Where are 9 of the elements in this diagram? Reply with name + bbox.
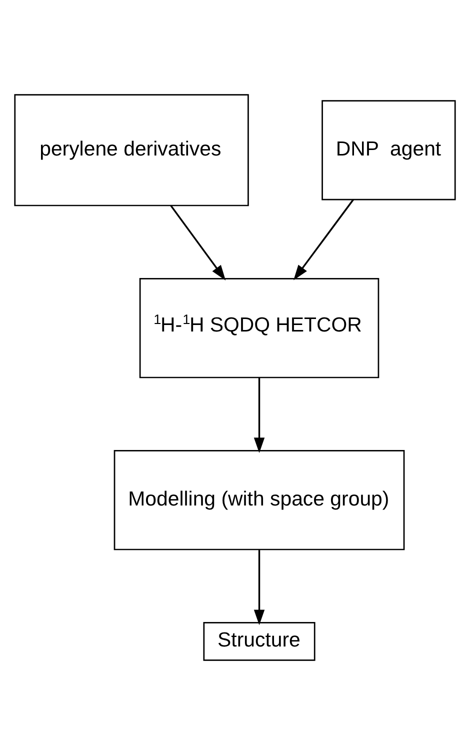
arrow (254, 378, 265, 454)
arrow (294, 199, 354, 280)
node-box: Modelling (with space group) (114, 450, 405, 550)
node-box: Structure (203, 622, 316, 661)
node-box: DNP agent (322, 100, 456, 200)
node-box: perylene derivatives (14, 94, 249, 206)
arrow (254, 550, 265, 626)
node-box: $^{1}$H-$^{1}$H SQDQ HETCOR (139, 278, 380, 378)
arrow (170, 205, 226, 280)
